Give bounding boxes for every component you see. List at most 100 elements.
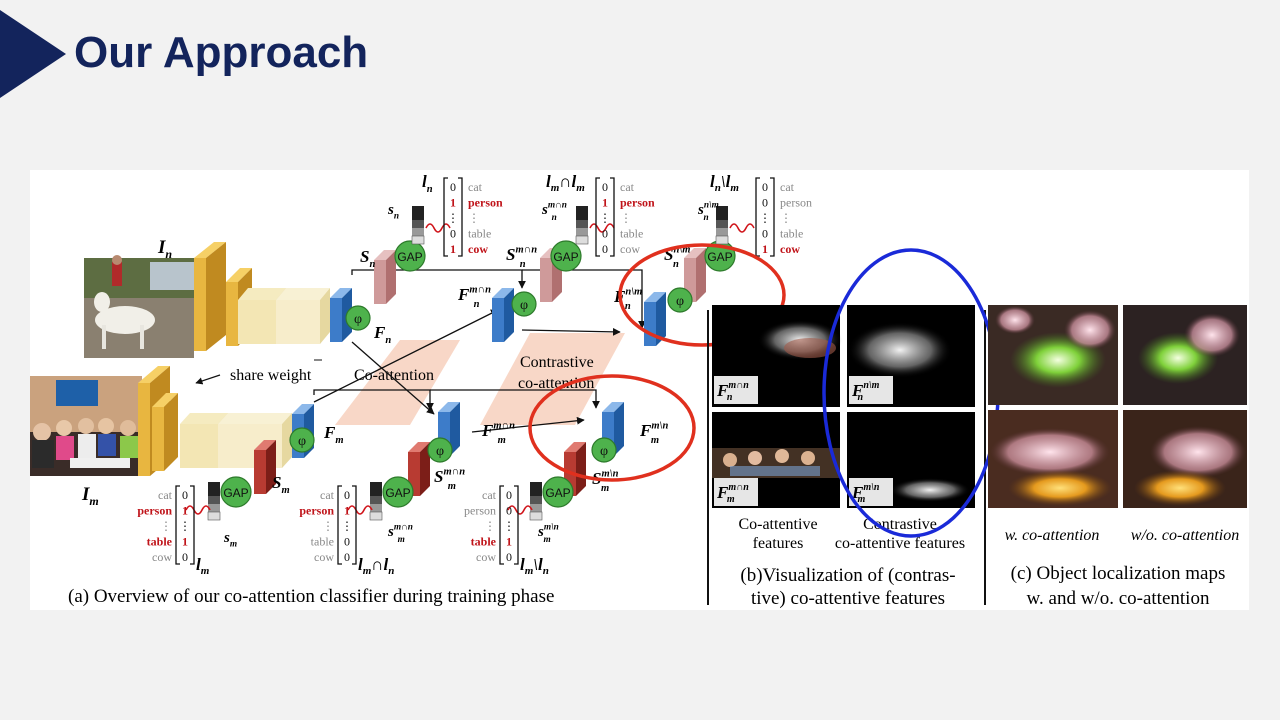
tile-b-3 — [712, 412, 840, 508]
gap-icon: GAP — [550, 240, 582, 272]
vector-value: 0 — [182, 488, 188, 502]
class-name: cow — [780, 242, 800, 256]
approach-figure: In Im — [30, 170, 1249, 610]
b-col1-line2: features — [753, 535, 804, 552]
vector-value: 1 — [344, 504, 350, 518]
math-label: ln\lm — [710, 172, 739, 194]
tile-b-2 — [847, 305, 975, 407]
vector-value: 1 — [506, 535, 512, 549]
tile-c-3 — [988, 410, 1118, 508]
vector-value: ⋮ — [759, 211, 771, 225]
vector-value: 1 — [182, 504, 188, 518]
c-col2-label: w/o. co-attention — [1131, 527, 1239, 544]
figure-canvas: In Im — [30, 172, 1247, 609]
class-name: table — [147, 535, 173, 549]
math-label: ln — [422, 172, 433, 195]
math-label: lm∩lm — [546, 172, 585, 194]
math-label: Fn — [373, 323, 391, 346]
share-weight-arrow-left — [195, 374, 221, 385]
gap-label: GAP — [397, 250, 422, 264]
vector-value: 1 — [450, 196, 456, 210]
contrastive-label: Contrastive — [520, 354, 594, 371]
gap-label: GAP — [223, 486, 248, 500]
vector-value: 0 — [450, 227, 456, 241]
math-label: Fm — [323, 423, 344, 446]
vector-value: ⋮ — [447, 211, 459, 225]
class-name: table — [468, 227, 491, 241]
vector-value: 0 — [450, 180, 456, 194]
b-col1-line1: Co-attentive — [738, 516, 817, 533]
caption-a: (a) Overview of our co-attention classif… — [68, 586, 554, 607]
panel-a: In Im — [30, 172, 812, 607]
vector-value: 0 — [602, 180, 608, 194]
gap-icon: GAP — [394, 240, 426, 272]
share-weight-label: share weight — [230, 367, 312, 384]
class-name: cat — [468, 180, 483, 194]
class-name: person — [780, 196, 812, 210]
label-I-n: In — [157, 237, 172, 261]
class-name: table — [780, 227, 803, 241]
loss-connectors — [185, 223, 755, 515]
class-name: table — [311, 535, 334, 549]
contrastive-region — [480, 333, 625, 425]
vector-value: 1 — [602, 196, 608, 210]
highlight-ellipse-top — [618, 243, 786, 347]
vector-value: 0 — [344, 535, 350, 549]
class-name: ⋮ — [484, 519, 496, 533]
class-name: cat — [320, 488, 335, 502]
phi-label: φ — [520, 298, 528, 313]
class-name: cow — [620, 242, 640, 256]
slide-header: Our Approach — [0, 10, 1280, 100]
gap-label: GAP — [545, 486, 570, 500]
class-name: ⋮ — [468, 211, 480, 225]
vector-value: 0 — [344, 488, 350, 502]
class-name: person — [620, 196, 655, 210]
class-name: cat — [780, 180, 795, 194]
class-name: table — [471, 535, 497, 549]
phi-icon: φ — [427, 437, 453, 463]
caption-b-line1: (b)Visualization of (contras- — [740, 565, 955, 586]
math-label: sm — [223, 530, 237, 550]
phi-icon: φ — [591, 437, 617, 463]
vector-value: 1 — [182, 535, 188, 549]
class-name: ⋮ — [620, 211, 632, 225]
contrastive-label-2: co-attention — [518, 375, 594, 392]
class-name: table — [620, 227, 643, 241]
vector-value: 1 — [450, 242, 456, 256]
class-name: cat — [158, 488, 173, 502]
vector-value: 0 — [506, 488, 512, 502]
input-image-n — [84, 255, 194, 358]
class-name: person — [464, 504, 496, 518]
vector-value: 0 — [506, 550, 512, 564]
vector-value: 0 — [182, 550, 188, 564]
vector-value: ⋮ — [599, 211, 611, 225]
class-name: ⋮ — [322, 519, 334, 533]
phi-icon: φ — [345, 305, 371, 331]
vector-value: 0 — [762, 227, 768, 241]
math-label: lm∩ln — [358, 555, 394, 577]
math-label: Sn — [360, 247, 375, 270]
caption-c-line2: w. and w/o. co-attention — [1027, 588, 1210, 609]
class-name: person — [299, 504, 334, 518]
label-I-m: Im — [81, 484, 99, 508]
class-name: cat — [482, 488, 497, 502]
gap-label: GAP — [707, 250, 732, 264]
caption-b-line2: tive) co-attentive features — [751, 588, 945, 609]
slide-title: Our Approach — [74, 28, 369, 77]
score-maps-top — [374, 248, 706, 304]
vector-value: 0 — [602, 227, 608, 241]
tile-c-2 — [1123, 305, 1247, 405]
